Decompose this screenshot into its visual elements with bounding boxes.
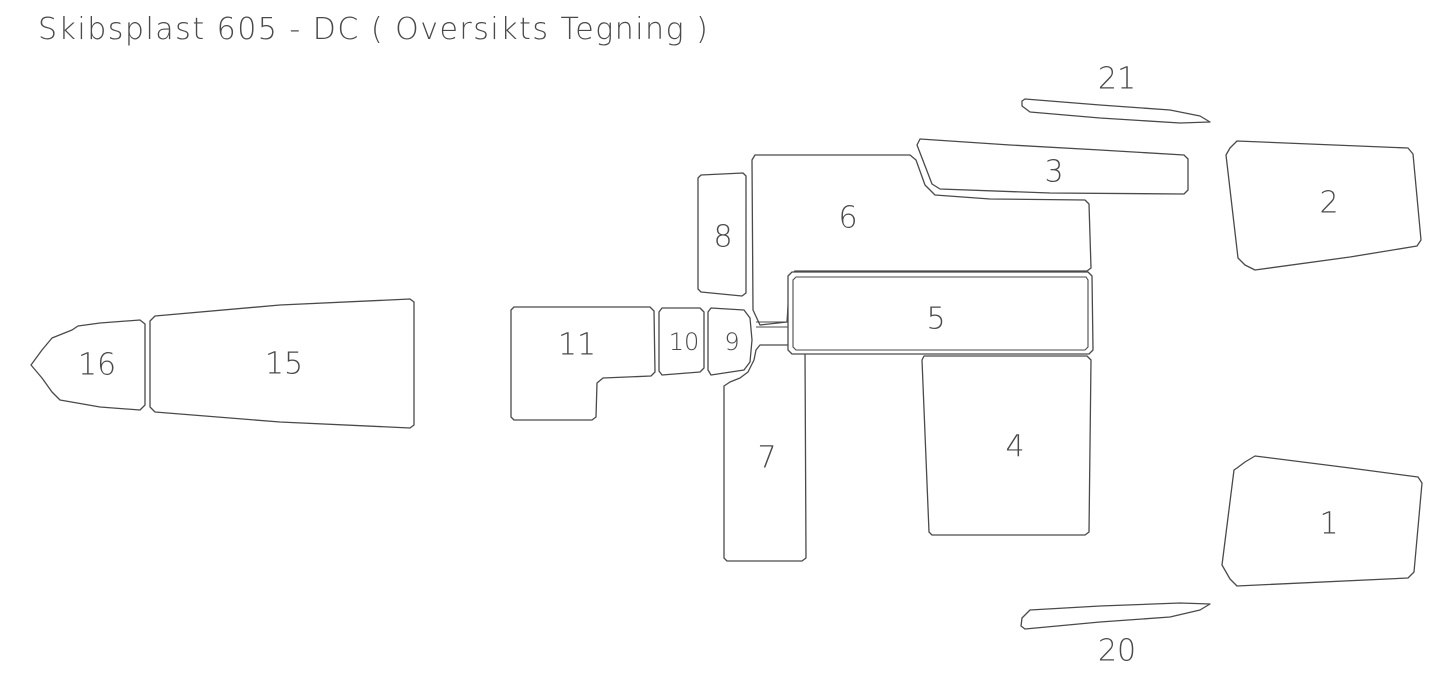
part-9[interactable]: 9 — [707, 307, 753, 376]
part-label-2: 2 — [1319, 186, 1338, 221]
drawing-title: Skibsplast 605 - DC ( Oversikts Tegning … — [38, 12, 710, 47]
part-16[interactable]: 16 — [30, 319, 146, 411]
part-3[interactable]: 3 — [916, 138, 1189, 195]
part-label-7: 7 — [757, 441, 776, 476]
part-label-9: 9 — [724, 328, 739, 356]
part-2[interactable]: 2 — [1225, 140, 1422, 271]
part-label-10: 10 — [669, 328, 700, 356]
part-1[interactable]: 1 — [1221, 455, 1423, 587]
part-label-1: 1 — [1319, 507, 1338, 542]
part-label-21: 21 — [1098, 62, 1136, 97]
part-label-11: 11 — [558, 328, 596, 363]
part-label-16: 16 — [78, 348, 116, 383]
part-label-6: 6 — [838, 201, 857, 236]
part-label-5: 5 — [926, 302, 945, 337]
part-15[interactable]: 15 — [149, 298, 415, 429]
part-6[interactable]: 6 — [751, 154, 1092, 326]
part-label-20: 20 — [1098, 634, 1136, 669]
part-11[interactable]: 11 — [510, 306, 656, 421]
part-21[interactable]: 21 — [1021, 62, 1211, 124]
part-label-8: 8 — [713, 220, 732, 255]
part-20[interactable]: 20 — [1020, 602, 1211, 669]
part-5[interactable]: 5 — [787, 271, 1094, 355]
part-10[interactable]: 10 — [658, 307, 705, 376]
part-label-3: 3 — [1044, 155, 1063, 190]
part-4[interactable]: 4 — [921, 355, 1092, 536]
connector-strip — [756, 321, 789, 328]
part-label-4: 4 — [1005, 430, 1024, 465]
part-8[interactable]: 8 — [697, 172, 747, 297]
part-label-15: 15 — [265, 347, 303, 382]
part-7[interactable]: 7 — [723, 344, 807, 562]
